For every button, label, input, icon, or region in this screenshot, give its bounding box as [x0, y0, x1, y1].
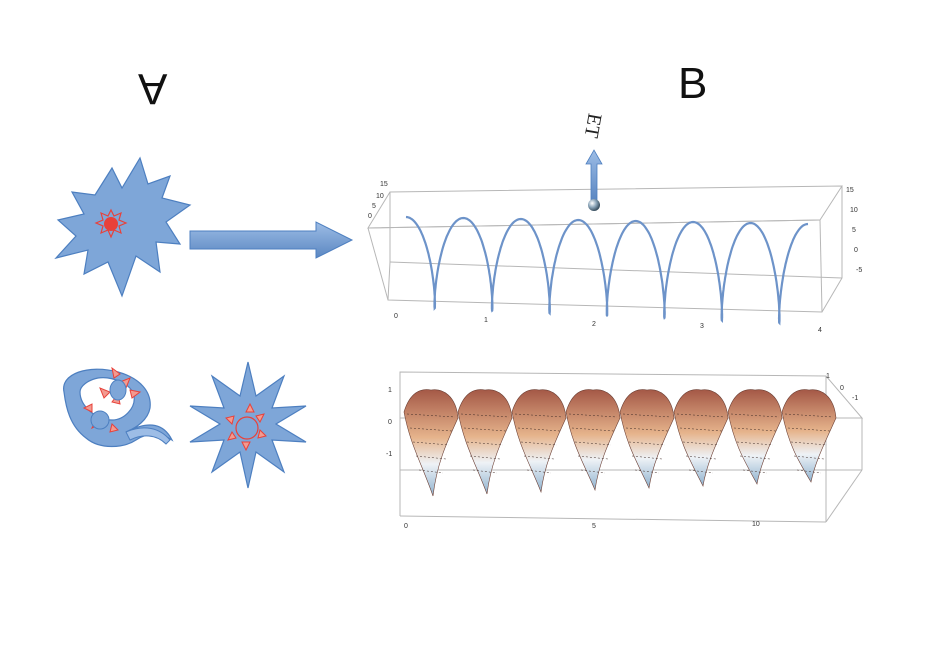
helix-left-tick: 15	[380, 181, 388, 188]
surface-mesh-line	[742, 469, 768, 474]
surface-mesh-line	[472, 469, 498, 474]
field-label: ET	[579, 111, 606, 140]
surface-right-tick: 1	[826, 373, 830, 380]
surface-lobe	[565, 389, 621, 492]
surface-mesh-line	[622, 413, 672, 418]
helix-bottom-tick: 0	[394, 313, 398, 320]
surface-left-tick: 0	[388, 419, 392, 426]
helix-left-tick: 5	[372, 203, 376, 210]
particle-ball	[588, 199, 600, 211]
surface-mesh-line	[688, 469, 714, 474]
helix-left-tick: 0	[368, 213, 372, 220]
helix-trajectory	[405, 215, 809, 326]
surface-mesh-line	[418, 469, 444, 474]
surface-mesh-line	[580, 469, 606, 474]
surface-mesh-line	[463, 427, 507, 432]
surface-mesh-line	[577, 455, 609, 460]
helix-right-tick: 15	[846, 187, 854, 194]
surface-mesh-line	[514, 413, 564, 418]
surface-mesh-line	[625, 427, 669, 432]
panel-label-a: A	[138, 64, 168, 113]
star-cell	[189, 361, 307, 489]
surface-lobe	[457, 389, 513, 495]
helix-bottom-tick: 2	[592, 321, 596, 328]
surface-mesh-line	[634, 469, 660, 474]
surface-mesh-line	[568, 413, 618, 418]
helix-right-tick: 5	[852, 227, 856, 234]
surface-lobe	[619, 389, 675, 490]
surface-right-tick: 0	[840, 385, 844, 392]
surface-mesh-line	[787, 427, 831, 432]
surface-mesh-line	[523, 455, 555, 460]
surface-mesh-line	[517, 427, 561, 432]
surface-mesh-line	[676, 413, 726, 418]
surface-mesh-line	[739, 455, 771, 460]
surface-bottom-tick: 10	[752, 521, 760, 528]
helix-bottom-tick: 1	[484, 317, 488, 324]
helix-bottom-tick: 4	[818, 327, 822, 334]
surface-mesh-line	[469, 455, 501, 460]
surface-mesh-line	[784, 413, 834, 418]
surface-mesh-line	[679, 427, 723, 432]
surface-lobe	[673, 389, 729, 487]
panel-a	[54, 156, 354, 489]
surface-mesh-line	[796, 469, 822, 474]
surface-mesh-line	[460, 413, 510, 418]
surface-mesh-line	[733, 427, 777, 432]
helix-bounding-box	[367, 185, 843, 313]
helix-left-tick: 10	[376, 193, 384, 200]
red-core	[94, 208, 128, 239]
helix-right-tick: -5	[856, 267, 862, 274]
surface-lobe	[403, 389, 459, 497]
right-arrow	[189, 221, 354, 259]
surface-left-tick: 1	[388, 387, 392, 394]
surface-bounding-box	[399, 371, 864, 523]
surface-mesh-line	[526, 469, 552, 474]
surface-lobe	[781, 389, 837, 483]
surface-left-tick: -1	[386, 451, 392, 458]
surface-mesh-line	[730, 413, 780, 418]
helix-right-tick: 10	[850, 207, 858, 214]
helix-right-tick: 0	[854, 247, 858, 254]
surface-mesh-line	[406, 413, 456, 418]
surface-right-tick: -1	[852, 395, 858, 402]
surface-mesh-line	[793, 455, 825, 460]
surface-lobe	[511, 389, 567, 494]
field-arrow	[585, 149, 603, 201]
surface-bottom-tick: 0	[404, 523, 408, 530]
surface-mesh-line	[631, 455, 663, 460]
surface-lobe	[727, 389, 783, 485]
surface-mesh-line	[571, 427, 615, 432]
panel-label-b: B	[678, 59, 708, 108]
surface-plot: 1 0 -1 1 0 -1 0 5 10	[386, 371, 864, 530]
surface-mesh-line	[409, 427, 453, 432]
surface-bottom-tick: 5	[592, 523, 596, 530]
helix-bottom-tick: 3	[700, 323, 704, 330]
helix-plot: 15 10 5 0 15 10 5 0 -5 0 1 2 3 4	[367, 149, 862, 334]
ribbon-cell-cluster	[63, 366, 174, 448]
spiky-cell	[54, 156, 192, 298]
surface-mesh-line	[415, 455, 447, 460]
surface-mesh	[403, 389, 837, 497]
surface-mesh-line	[685, 455, 717, 460]
